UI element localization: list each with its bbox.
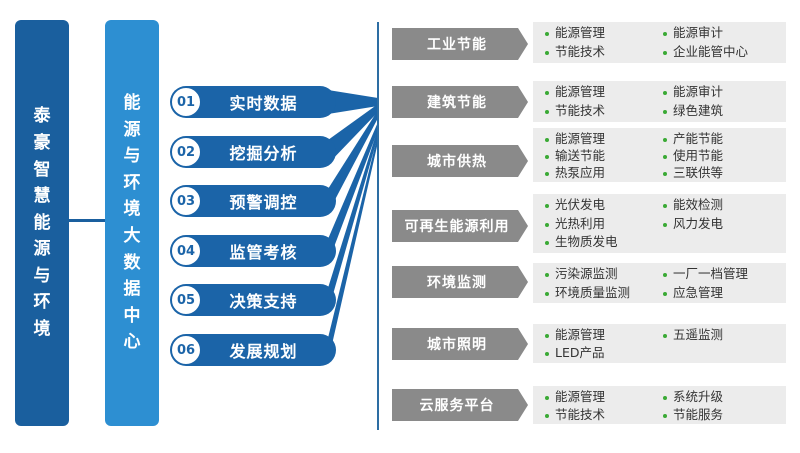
fan-wedge: [328, 134, 378, 362]
detail-item: LED产品: [545, 345, 673, 363]
brand-title-char: 境: [33, 319, 51, 340]
detail-item: 风力发电: [663, 216, 791, 235]
detail-item: 三联供等: [663, 165, 791, 182]
function-number: 03: [171, 186, 201, 216]
detail-item: 节能技术: [545, 407, 673, 425]
category-tag: 建筑节能: [392, 86, 528, 118]
data-center-title-char: 中: [123, 305, 141, 326]
detail-item: 能源审计: [663, 84, 791, 103]
detail-item: 产能节能: [663, 131, 791, 148]
brand-title-char: 环: [33, 292, 51, 313]
fan-wedge: [328, 104, 378, 164]
category-details: 能源管理系统升级节能技术节能服务: [533, 386, 786, 424]
detail-item: 热泵应用: [545, 165, 673, 182]
function-pill: 04 监管考核: [170, 235, 336, 267]
function-pill: 01 实时数据: [170, 86, 336, 118]
function-number: 04: [171, 236, 201, 266]
detail-item: 使用节能: [663, 148, 791, 165]
detail-item: 一厂一档管理: [663, 266, 791, 285]
divider-line: [377, 22, 379, 430]
detail-item: 光热利用: [545, 216, 673, 235]
category-tag: 城市供热: [392, 145, 528, 177]
data-center-title-char: 据: [123, 279, 141, 300]
detail-item: 能源审计: [663, 25, 791, 44]
fan-wedge: [328, 128, 378, 312]
brand-panel: 泰豪智慧能源与环境: [15, 20, 69, 426]
detail-item: 企业能管中心: [663, 44, 791, 63]
data-center-title-char: 心: [123, 332, 141, 353]
detail-item: 五遥监测: [663, 327, 791, 345]
detail-item: 能源管理: [545, 84, 673, 103]
brand-title-char: 与: [33, 265, 51, 286]
data-center-title-char: 源: [123, 119, 141, 140]
brand-title-char: 智: [33, 159, 51, 180]
function-label: 决策支持: [229, 292, 298, 311]
detail-item: 系统升级: [663, 389, 791, 407]
brand-title-char: 能: [33, 212, 51, 233]
category-tag: 可再生能源利用: [392, 210, 528, 242]
function-label: 预警调控: [229, 193, 298, 212]
detail-item: 能效检测: [663, 197, 791, 216]
detail-item: 节能技术: [545, 44, 673, 63]
function-label: 实时数据: [229, 94, 298, 113]
detail-item: 绿色建筑: [663, 103, 791, 122]
brand-title-char: 泰: [33, 106, 51, 127]
category-details: 光伏发电能效检测光热利用风力发电生物质发电: [533, 194, 786, 253]
detail-item: 能源管理: [545, 389, 673, 407]
function-label: 挖掘分析: [229, 144, 298, 163]
category-tag: 工业节能: [392, 28, 528, 60]
detail-item: 污染源监测: [545, 266, 673, 285]
detail-item: 能源管理: [545, 131, 673, 148]
data-center-title-char: 数: [123, 252, 141, 273]
detail-item: 环境质量监测: [545, 285, 673, 304]
function-number: 05: [171, 285, 201, 315]
function-pill: 03 预警调控: [170, 185, 336, 217]
detail-item: 输送节能: [545, 148, 673, 165]
detail-item: 应急管理: [663, 285, 791, 304]
detail-item: 生物质发电: [545, 234, 673, 253]
category-tag: 云服务平台: [392, 389, 528, 421]
category-details: 污染源监测一厂一档管理环境质量监测应急管理: [533, 263, 786, 303]
detail-item: 能源管理: [545, 25, 673, 44]
fan-wedge: [328, 90, 378, 114]
detail-item: 光伏发电: [545, 197, 673, 216]
data-center-title-char: 大: [123, 226, 141, 246]
function-pill: 06 发展规划: [170, 334, 336, 366]
fan-wedge: [328, 122, 378, 263]
category-tag: 城市照明: [392, 328, 528, 360]
function-number: 02: [171, 137, 201, 167]
data-center-title-char: 与: [123, 146, 141, 167]
detail-item: 能源管理: [545, 327, 673, 345]
brand-title-char: 慧: [33, 186, 51, 207]
function-pill: 05 决策支持: [170, 284, 336, 316]
data-center-title-char: 环: [123, 172, 141, 193]
brand-title-char: 源: [33, 239, 51, 260]
function-label: 发展规划: [229, 342, 298, 361]
function-pill: 02 挖掘分析: [170, 136, 336, 168]
connector-line: [69, 219, 105, 222]
detail-item: 节能技术: [545, 103, 673, 122]
data-center-title-char: 能: [123, 93, 141, 114]
function-label: 监管考核: [229, 243, 298, 262]
brand-title-char: 豪: [33, 132, 51, 153]
category-tag: 环境监测: [392, 266, 528, 298]
function-number: 01: [171, 87, 201, 117]
detail-item: 节能服务: [663, 407, 791, 425]
data-center-panel: 能源与环境大数据中心: [105, 20, 159, 426]
data-center-title-char: 境: [123, 199, 141, 220]
function-number: 06: [171, 335, 201, 365]
category-details: 能源管理能源审计节能技术绿色建筑: [533, 81, 786, 122]
category-details: 能源管理产能节能输送节能使用节能热泵应用三联供等: [533, 128, 786, 182]
fan-wedge: [328, 110, 378, 213]
category-details: 能源管理能源审计节能技术企业能管中心: [533, 22, 786, 63]
